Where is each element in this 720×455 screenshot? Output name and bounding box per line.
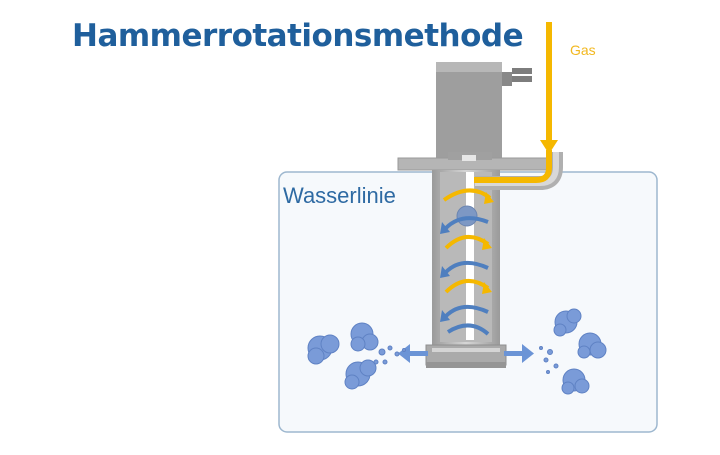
outflow-arrows: [398, 344, 534, 363]
gas-label: Gas: [570, 42, 596, 58]
motor-connector: [502, 68, 532, 86]
rotor-hammer: [456, 205, 478, 227]
waterline-label: Wasserlinie: [283, 183, 396, 208]
gas-inflow-arrow: [474, 22, 558, 183]
center-shaft: [466, 172, 474, 340]
motor-housing: [436, 62, 502, 158]
spiral-flow-arrows: [440, 188, 494, 336]
bubbles-left: [307, 322, 406, 390]
diagram-title: Hammerrotationsmethode: [72, 18, 524, 54]
bubbles-right: [539, 308, 607, 395]
